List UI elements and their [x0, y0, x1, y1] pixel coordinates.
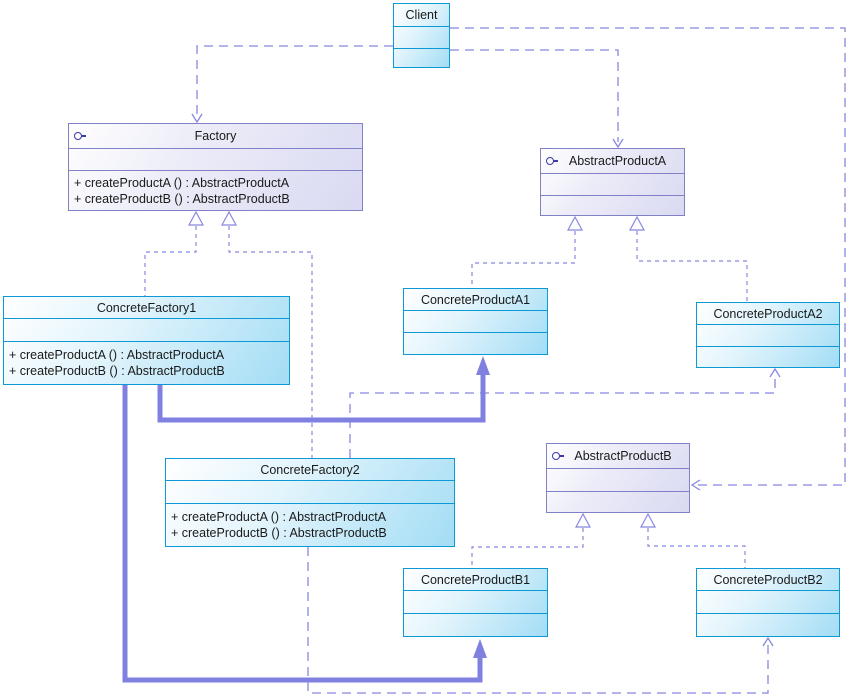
method-label: + createProductB () : AbstractProductB [74, 191, 290, 206]
class-title: AbstractProductB [547, 444, 689, 468]
class-name-label: ConcreteProductA2 [713, 306, 823, 321]
method-label: + createProductB () : AbstractProductB [171, 526, 387, 540]
realization-concrete-product-b1-to-abstract-product-b [472, 514, 590, 568]
methods-compartment: + createProductA () : AbstractProductA +… [69, 170, 362, 210]
class-abstract-product-a[interactable]: AbstractProductA [540, 148, 685, 216]
class-concrete-product-b2[interactable]: ConcreteProductB2 [696, 568, 840, 637]
method-label: + createProductA () : AbstractProductA [171, 510, 387, 524]
interface-lollipop-icon [74, 132, 86, 140]
attributes-compartment [404, 310, 547, 332]
methods-compartment: + createProductA () : AbstractProductA +… [166, 503, 454, 546]
methods-compartment: + createProductA () : AbstractProductA +… [4, 341, 289, 384]
attributes-compartment [697, 590, 839, 613]
class-title: ConcreteProductB1 [404, 569, 547, 590]
class-title: ConcreteProductA1 [404, 289, 547, 310]
class-name-label: ConcreteProductA1 [420, 292, 531, 307]
class-name-label: AbstractProductB [574, 449, 672, 463]
method-label: + createProductA () : AbstractProductA [74, 175, 290, 190]
class-concrete-product-a1[interactable]: ConcreteProductA1 [403, 288, 548, 355]
realization-concrete-factory-1-to-factory [145, 212, 203, 296]
dependency-client-to-abstract-product-a [450, 50, 623, 147]
class-concrete-product-b1[interactable]: ConcreteProductB1 [403, 568, 548, 637]
class-name-label: AbstractProductA [568, 154, 667, 168]
class-name-label: ConcreteFactory1 [96, 300, 197, 315]
methods-compartment [547, 491, 689, 512]
attributes-compartment [4, 318, 289, 341]
methods-compartment [541, 195, 684, 215]
class-concrete-factory-1[interactable]: ConcreteFactory1 + createProductA () : A… [3, 296, 290, 385]
class-title: Factory [69, 124, 362, 148]
attributes-compartment [394, 26, 449, 48]
attributes-compartment [547, 468, 689, 491]
interface-lollipop-icon [552, 452, 564, 460]
methods-compartment [404, 332, 547, 354]
class-title: Client [394, 4, 449, 26]
dependency-client-to-abstract-product-b [450, 28, 845, 490]
realization-concrete-product-b2-to-abstract-product-b [641, 514, 745, 568]
methods-compartment [697, 346, 839, 367]
class-name-label: ConcreteProductB1 [420, 572, 531, 587]
methods-compartment [697, 613, 839, 636]
realization-concrete-product-a1-to-abstract-product-a [472, 217, 582, 288]
class-title: AbstractProductA [541, 149, 684, 173]
class-abstract-product-b[interactable]: AbstractProductB [546, 443, 690, 513]
class-name-label: ConcreteProductB2 [713, 572, 823, 587]
class-name-label: Factory [194, 129, 237, 143]
realization-concrete-product-a2-to-abstract-product-a [630, 217, 747, 302]
methods-compartment [404, 613, 547, 636]
class-title: ConcreteFactory2 [166, 459, 454, 480]
class-name-label: ConcreteFactory2 [260, 462, 360, 477]
class-factory[interactable]: Factory + createProductA () : AbstractPr… [68, 123, 363, 211]
dependency-client-to-factory [192, 46, 393, 122]
attributes-compartment [541, 173, 684, 195]
class-name-label: Client [405, 8, 438, 22]
class-client[interactable]: Client [393, 3, 450, 68]
attributes-compartment [697, 324, 839, 346]
method-label: + createProductB () : AbstractProductB [9, 364, 225, 378]
attributes-compartment [69, 148, 362, 170]
class-title: ConcreteProductA2 [697, 303, 839, 324]
class-title: ConcreteFactory1 [4, 297, 289, 318]
class-concrete-factory-2[interactable]: ConcreteFactory2 + createProductA () : A… [165, 458, 455, 547]
methods-compartment [394, 48, 449, 67]
interface-lollipop-icon [546, 157, 558, 165]
attributes-compartment [404, 590, 547, 613]
method-label: + createProductA () : AbstractProductA [9, 348, 225, 362]
class-concrete-product-a2[interactable]: ConcreteProductA2 [696, 302, 840, 368]
class-title: ConcreteProductB2 [697, 569, 839, 590]
attributes-compartment [166, 480, 454, 503]
